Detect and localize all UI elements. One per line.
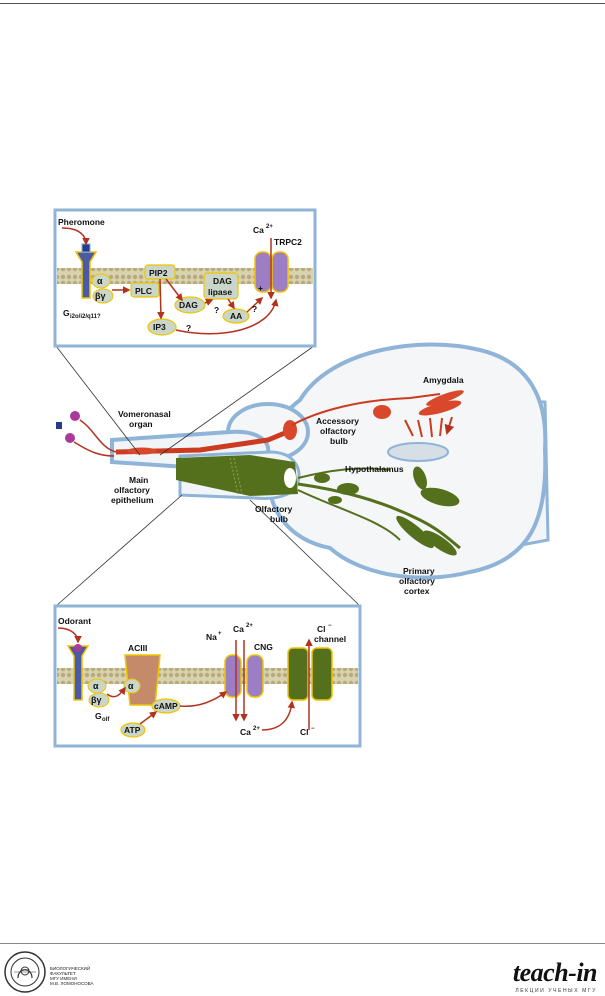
- label-g-top: G: [63, 308, 70, 318]
- footer-rule: [0, 943, 605, 944]
- label-primary: Primary: [403, 566, 435, 576]
- label-main-olfactory: olfactory: [114, 485, 150, 495]
- label-amygdala: Amygdala: [423, 375, 464, 385]
- faculty-name: БИОЛОГИЧЕСКИЙ ФАКУЛЬТЕТ МГУ ИМЕНИ М.В. Л…: [50, 966, 93, 986]
- label-cl-inside-sup: −: [311, 726, 315, 732]
- label-cng: CNG: [254, 642, 273, 652]
- label-plus: +: [258, 283, 263, 293]
- brain-illustration: [56, 342, 550, 580]
- label-primary-cortex: cortex: [404, 586, 430, 596]
- label-atp: ATP: [124, 725, 141, 735]
- label-main: Main: [129, 475, 148, 485]
- pheromone-pathway-panel: Pheromone Ca 2+ TRPC2 α βγ PLC PIP2 DAG …: [53, 208, 317, 348]
- label-alpha-top: α: [97, 276, 103, 286]
- label-cl-channel: Cl: [317, 624, 326, 634]
- top-rule: [0, 3, 605, 4]
- label-na-sup: +: [218, 631, 222, 637]
- label-q1: ?: [214, 305, 219, 315]
- brand-tagline: ЛЕКЦИИ УЧЕНЫХ МГУ: [515, 988, 597, 994]
- label-vomeronasal-organ: organ: [129, 419, 153, 429]
- faculty-line-2: ФАКУЛЬТЕТ: [50, 971, 76, 976]
- label-ca2-bottom: Ca: [233, 624, 244, 634]
- label-accessory-olfactory: olfactory: [320, 426, 356, 436]
- membrane-top: [57, 268, 313, 284]
- zoom-lines-top: [55, 345, 315, 456]
- label-cl-inside: Cl: [300, 727, 309, 737]
- label-q3: ?: [186, 323, 191, 333]
- label-g-bottom: G: [95, 711, 102, 721]
- label-alpha-aciii: α: [128, 681, 134, 691]
- label-aciii: ACIII: [128, 643, 147, 653]
- university-seal-logo: [4, 951, 46, 993]
- label-aa: AA: [230, 311, 242, 321]
- label-hypothalamus: Hypothalamus: [345, 464, 404, 474]
- label-ca2-bottom-sup: 2+: [246, 623, 253, 629]
- label-g-top-sub: i2o/i2/q11?: [70, 314, 101, 320]
- label-olfactory-bulb: Olfactory: [255, 504, 293, 514]
- label-accessory-bulb: bulb: [330, 436, 348, 446]
- label-alpha-bottom: α: [93, 681, 99, 691]
- faculty-line-4: М.В. ЛОМОНОСОВА: [50, 981, 94, 986]
- brain-labels: Vomeronasal organ Main olfactory epithel…: [111, 375, 464, 596]
- label-ca2-inside: Ca: [240, 727, 251, 737]
- label-camp: cAMP: [154, 701, 178, 711]
- label-pip2: PIP2: [149, 268, 168, 278]
- label-plc: PLC: [135, 286, 152, 296]
- label-dag-lipase-2: lipase: [208, 287, 232, 297]
- label-trpc2: TRPC2: [274, 237, 302, 247]
- label-betagamma-top: βγ: [95, 291, 106, 301]
- label-vomeronasal: Vomeronasal: [118, 409, 171, 419]
- teach-in-logo: teach-in ЛЕКЦИИ УЧЕНЫХ МГУ: [512, 958, 598, 994]
- brand-name: teach-in: [512, 958, 598, 987]
- label-cl-channel-2: channel: [314, 634, 346, 644]
- label-betagamma-bottom: βγ: [91, 695, 102, 705]
- label-primary-olfactory: olfactory: [399, 576, 435, 586]
- faculty-line-1: БИОЛОГИЧЕСКИЙ: [50, 966, 91, 971]
- label-ip3: IP3: [153, 322, 166, 332]
- label-ca2-top: Ca: [253, 225, 264, 235]
- label-cl-channel-sup: −: [328, 623, 332, 629]
- label-ca2-inside-sup: 2+: [253, 726, 260, 732]
- zoom-lines-bottom: [55, 494, 361, 607]
- label-accessory: Accessory: [316, 416, 359, 426]
- label-g-bottom-sub: olf: [102, 717, 110, 723]
- odorant-pathway-panel: Odorant ACIII Na + Ca 2+ CNG Cl − channe…: [53, 604, 362, 748]
- label-olfactory-bulb-2: bulb: [270, 514, 288, 524]
- label-ca2-top-sup: 2+: [266, 224, 273, 230]
- label-pheromone: Pheromone: [58, 217, 105, 227]
- label-main-epithelium: epithelium: [111, 495, 154, 505]
- label-na: Na: [206, 632, 217, 642]
- faculty-line-3: МГУ ИМЕНИ: [50, 976, 77, 981]
- label-q2: ?: [252, 304, 257, 314]
- label-dag: DAG: [179, 300, 198, 310]
- label-dag-lipase-1: DAG: [213, 276, 232, 286]
- label-odorant: Odorant: [58, 616, 91, 626]
